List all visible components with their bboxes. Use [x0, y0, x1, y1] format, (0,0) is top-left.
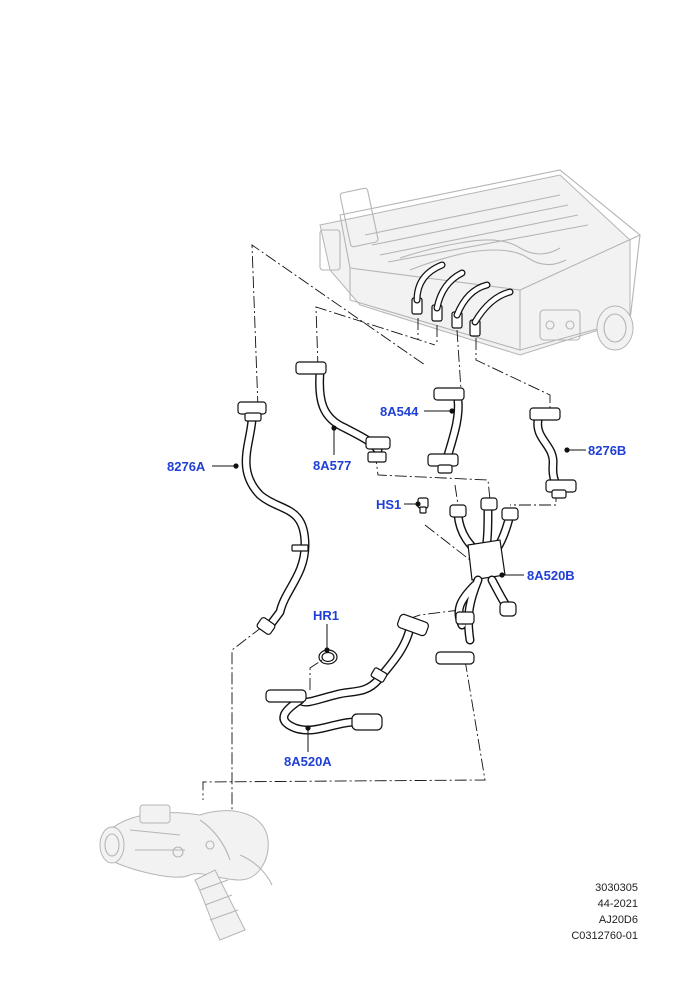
callout-8A544: 8A544	[380, 404, 419, 419]
callout-labels: 8276A 8A577 8A544 8276B HS1 8A520B HR1 8…	[167, 404, 626, 769]
hose-8276B	[529, 407, 577, 499]
callout-8A520B: 8A520B	[527, 568, 575, 583]
section-code: 44-2021	[597, 898, 638, 910]
reference-codes: 3030305 44-2021 AJ20D6 C0312760-01	[571, 880, 638, 944]
callout-8276B: 8276B	[588, 443, 626, 458]
callout-8A577: 8A577	[313, 458, 351, 473]
callout-8A520A: 8A520A	[284, 754, 332, 769]
illustration-number: 3030305	[595, 882, 638, 894]
intercooler-assembly	[319, 169, 642, 356]
callout-HS1: HS1	[376, 497, 401, 512]
pipe-8A520A	[265, 613, 429, 735]
hose-manifold-8A520B	[435, 497, 519, 665]
hose-8A577	[295, 361, 391, 463]
callout-8276A: 8276A	[167, 459, 206, 474]
engine-code: AJ20D6	[598, 914, 638, 926]
hose-8276A	[237, 401, 310, 635]
callout-HR1: HR1	[313, 608, 339, 623]
hose-8A544	[427, 387, 465, 474]
catalog-code: C0312760-01	[571, 930, 638, 942]
leader-lines	[212, 408, 586, 752]
engine-water-outlet-assembly	[99, 804, 273, 941]
